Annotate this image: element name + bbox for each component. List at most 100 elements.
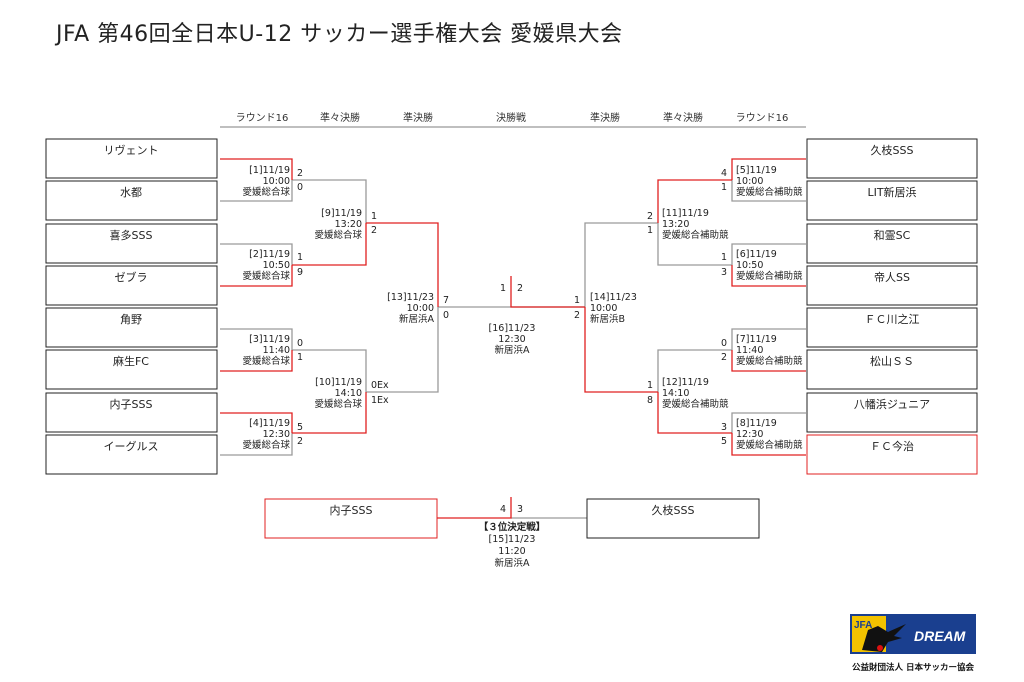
match-venue: 新居浜A bbox=[399, 313, 435, 325]
match-time: 14:10 bbox=[335, 388, 362, 399]
team-box-third-winner[interactable] bbox=[264, 498, 438, 539]
match-id: [9]11/19 bbox=[321, 208, 362, 219]
bracket-line bbox=[220, 328, 293, 350]
team-box-champion[interactable] bbox=[806, 434, 978, 475]
match-id: [7]11/19 bbox=[736, 334, 777, 345]
team-box[interactable] bbox=[45, 392, 218, 433]
bracket-line-win bbox=[731, 158, 806, 180]
match-venue: 新居浜A bbox=[495, 557, 531, 569]
team-name: 帝人SS bbox=[874, 270, 910, 284]
match-score: 2 bbox=[297, 168, 303, 179]
bracket-line-win bbox=[366, 222, 439, 307]
match-id: [4]11/19 bbox=[249, 418, 290, 429]
team-box[interactable] bbox=[806, 180, 978, 221]
team-box[interactable] bbox=[45, 434, 218, 475]
match-time: 11:40 bbox=[736, 345, 763, 356]
match-venue: 新居浜B bbox=[590, 313, 625, 325]
match-score: 1 bbox=[647, 225, 653, 236]
match-score: 3 bbox=[517, 504, 523, 515]
teams-left: リヴェント 水都 喜多SSS ゼブラ 角野 麻生FC 内子SSS イーグルス bbox=[45, 138, 218, 475]
bracket-line-win bbox=[292, 392, 367, 434]
match-id: [10]11/19 bbox=[315, 377, 362, 388]
team-box[interactable] bbox=[806, 265, 978, 306]
bracket-line-win bbox=[657, 179, 732, 223]
third-place-match: 内子SSS 久枝SSS 4 3 【３位決定戦】 [15]11/23 11:20 … bbox=[264, 498, 760, 569]
team-box[interactable] bbox=[806, 223, 978, 264]
match-time: 13:20 bbox=[662, 219, 689, 230]
bracket-line bbox=[731, 243, 806, 265]
match-id: [13]11/23 bbox=[387, 292, 434, 303]
match-score: 9 bbox=[297, 267, 303, 278]
bracket-line-win bbox=[731, 433, 806, 456]
bracket-line bbox=[657, 223, 732, 266]
bracket-line-win bbox=[220, 265, 293, 287]
team-box[interactable] bbox=[45, 223, 218, 264]
team-box[interactable] bbox=[45, 138, 218, 179]
round-header-left-sf: 準決勝 bbox=[403, 111, 433, 124]
match-time: 10:00 bbox=[263, 176, 290, 187]
match-venue: 愛媛総合球 bbox=[314, 398, 362, 410]
bracket-line bbox=[731, 412, 806, 433]
match-score: 3 bbox=[721, 267, 727, 278]
bracket-line-win bbox=[220, 158, 293, 180]
ball-icon bbox=[877, 645, 883, 651]
match-venue: 愛媛総合補助競 bbox=[736, 270, 803, 282]
team-box[interactable] bbox=[806, 349, 978, 390]
bracket-line bbox=[731, 328, 806, 350]
logo-mark: JFA bbox=[854, 620, 872, 631]
round-header-left-qf: 準々決勝 bbox=[320, 111, 360, 124]
match-venue: 愛媛総合補助競 bbox=[736, 439, 803, 451]
team-box[interactable] bbox=[45, 265, 218, 306]
team-name: リヴェント bbox=[104, 143, 159, 157]
match-id: [6]11/19 bbox=[736, 249, 777, 260]
match-score: 1 bbox=[647, 380, 653, 391]
team-box[interactable] bbox=[586, 498, 760, 539]
team-box[interactable] bbox=[806, 138, 978, 179]
team-box[interactable] bbox=[45, 349, 218, 390]
match-venue: 愛媛総合球 bbox=[242, 355, 290, 367]
match-score: 2 bbox=[371, 225, 377, 236]
match-score: 2 bbox=[574, 310, 580, 321]
match-time: 11:40 bbox=[263, 345, 290, 356]
match-score: 1 bbox=[574, 295, 580, 306]
bracket-line bbox=[731, 180, 806, 202]
match-score: 4 bbox=[721, 168, 727, 179]
team-name: 麻生FC bbox=[113, 354, 149, 368]
match-score: 1 bbox=[721, 182, 727, 193]
match-score: 1 bbox=[297, 252, 303, 263]
team-box[interactable] bbox=[45, 180, 218, 221]
teams-right: 久枝SSS LIT新居浜 和霊SC 帝人SS ＦＣ川之江 松山ＳＳ 八幡浜ジュニ… bbox=[806, 138, 978, 475]
match-score: 3 bbox=[721, 422, 727, 433]
match-score: 2 bbox=[297, 436, 303, 447]
match-venue: 愛媛総合補助競 bbox=[662, 398, 729, 410]
team-box[interactable] bbox=[45, 307, 218, 348]
match-venue: 愛媛総合球 bbox=[314, 229, 362, 241]
bracket-line-win bbox=[731, 350, 806, 372]
match-time: 10:50 bbox=[736, 260, 763, 271]
match-time: 12:30 bbox=[498, 334, 525, 345]
page-title: JFA 第46回全日本U-12 サッカー選手権大会 愛媛県大会 bbox=[56, 22, 623, 47]
logo-word: DREAM bbox=[914, 628, 966, 644]
bracket-line bbox=[220, 433, 293, 456]
bracket-line-win bbox=[220, 412, 293, 433]
match-venue: 愛媛総合球 bbox=[242, 439, 290, 451]
match-id: [3]11/19 bbox=[249, 334, 290, 345]
team-name: 角野 bbox=[120, 313, 142, 326]
bracket-line-win bbox=[220, 350, 293, 372]
jfa-dream-logo: JFA DREAM 公益財団法人 日本サッカー協会 bbox=[850, 614, 976, 673]
team-name: 喜多SSS bbox=[110, 228, 153, 242]
match-score: 1 bbox=[297, 352, 303, 363]
match-score: 4 bbox=[500, 504, 506, 515]
third-place-label: 【３位決定戦】 bbox=[479, 521, 546, 533]
team-box[interactable] bbox=[806, 392, 978, 433]
team-box[interactable] bbox=[806, 307, 978, 348]
match-venue: 愛媛総合球 bbox=[242, 270, 290, 282]
bracket-line bbox=[366, 307, 439, 393]
match-score: 0 bbox=[721, 338, 727, 349]
round-headers: ラウンド16 準々決勝 準決勝 決勝戦 準決勝 準々決勝 ラウンド16 bbox=[236, 111, 789, 124]
team-name: LIT新居浜 bbox=[867, 185, 916, 199]
round-header-right-sf: 準決勝 bbox=[590, 111, 620, 124]
match-time: 10:00 bbox=[407, 303, 434, 314]
match-score: 8 bbox=[647, 395, 653, 406]
